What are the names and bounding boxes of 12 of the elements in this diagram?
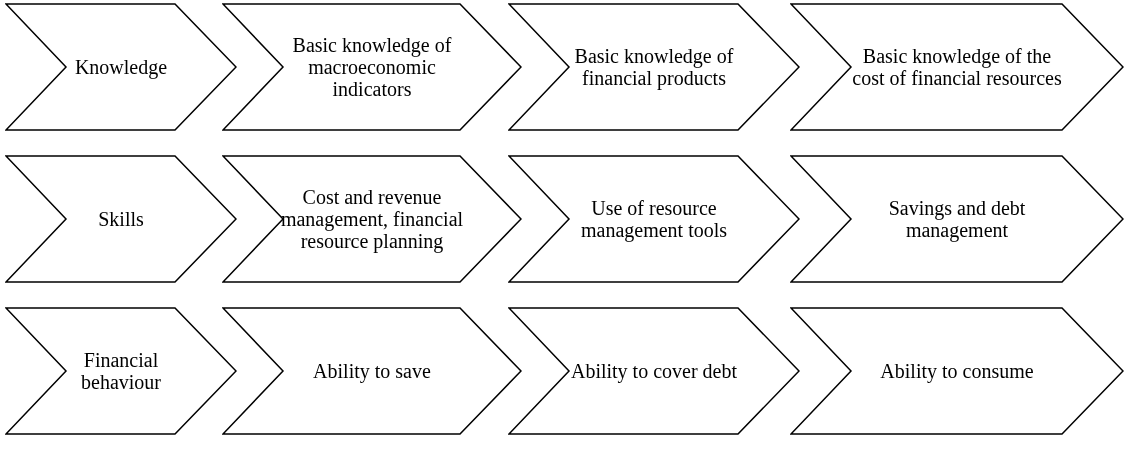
- chevron-label: Basic knowledge of macroeconomic indicators: [291, 34, 453, 100]
- chevron-label: Skills: [98, 208, 144, 230]
- chevron-label: Ability to cover debt: [570, 360, 738, 382]
- chevron-label: Cost and revenue management, financial resource planning: [280, 186, 464, 252]
- chevron-label: Ability to save: [313, 360, 431, 382]
- chevron-label: Use of resource management tools: [579, 197, 729, 241]
- chevron-label: Savings and debt management: [887, 197, 1027, 241]
- chevron-label: Knowledge: [74, 56, 168, 78]
- chevron-label: Ability to consume: [880, 360, 1034, 382]
- chevron-label: Basic knowledge of financial products: [573, 45, 735, 89]
- chevron-label: Financial behaviour: [80, 349, 162, 393]
- chevron-label: Basic knowledge of the cost of financial resources: [851, 45, 1063, 89]
